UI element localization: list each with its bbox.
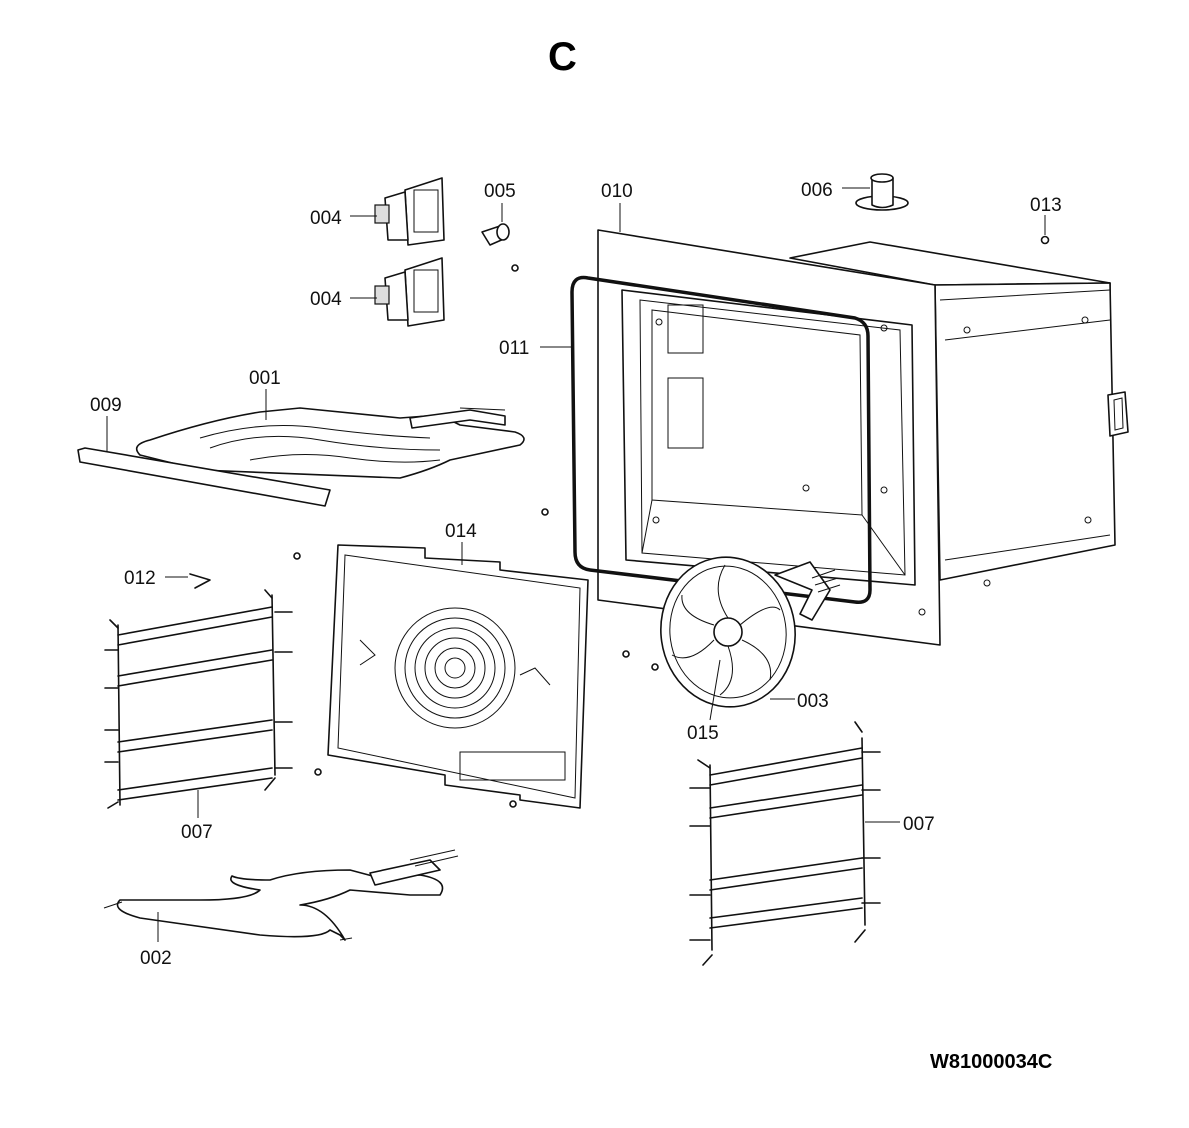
label-004-lower: 004 xyxy=(310,289,342,310)
label-015: 015 xyxy=(687,723,719,744)
label-011: 011 xyxy=(499,338,529,359)
label-007-left: 007 xyxy=(181,822,213,843)
label-007-right: 007 xyxy=(903,814,935,835)
oven-cavity xyxy=(597,229,1129,646)
switch-lower xyxy=(374,257,445,327)
door-gasket xyxy=(570,275,872,604)
leader-lines xyxy=(106,187,1046,942)
label-001: 001 xyxy=(249,368,281,389)
bottom-heating-element xyxy=(103,849,459,941)
label-006: 006 xyxy=(801,180,833,201)
label-005: 005 xyxy=(484,181,516,202)
fan-assembly xyxy=(660,556,841,708)
screw xyxy=(1040,235,1050,245)
label-014: 014 xyxy=(445,521,477,542)
drawing-code: W81000034C xyxy=(930,1051,1052,1073)
part-labels: 004 004 005 010 006 013 011 001 009 014 … xyxy=(90,180,1062,969)
label-009: 009 xyxy=(90,395,122,416)
lamp-cover xyxy=(855,173,909,211)
fan-cover-panel xyxy=(327,544,589,809)
label-013: 013 xyxy=(1030,195,1062,216)
label-002: 002 xyxy=(140,948,172,969)
trim-strip xyxy=(77,447,331,507)
lamp-holder xyxy=(481,223,510,246)
label-004-upper: 004 xyxy=(310,208,342,229)
grill-element xyxy=(135,407,525,479)
shelf-rack-right xyxy=(689,721,881,966)
label-010: 010 xyxy=(601,181,633,202)
label-012: 012 xyxy=(124,568,156,589)
loose-screws xyxy=(293,264,659,808)
shelf-rack-left xyxy=(104,589,293,809)
switch-upper xyxy=(374,177,445,246)
diagram-title: C xyxy=(548,35,577,79)
label-003: 003 xyxy=(797,691,829,712)
clip xyxy=(189,573,211,589)
